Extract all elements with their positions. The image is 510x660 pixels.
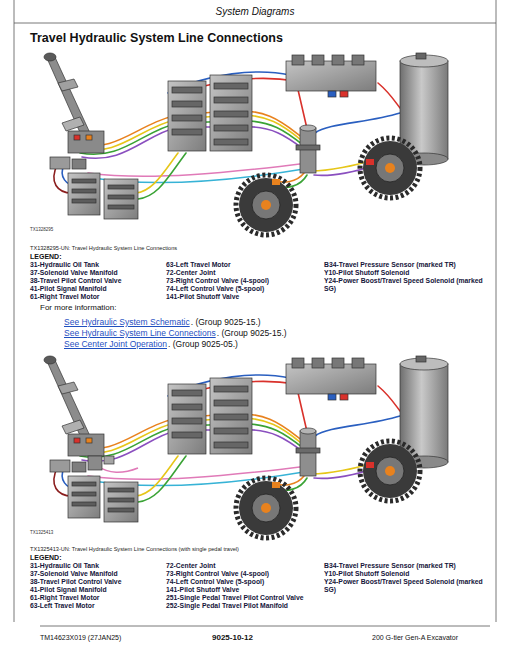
callout-entry: 61-Right Travel Motor: [30, 293, 100, 301]
callout-entry: 63-Left Travel Motor: [30, 602, 95, 610]
callout-entry: Y10-Pilot Shutoff Solenoid: [324, 269, 409, 277]
product-name: 200 G-tier Gen-A Excavator: [372, 634, 458, 642]
callout-entry: B34-Travel Pressure Sensor (marked TR): [324, 261, 456, 269]
info-heading: For more information:: [40, 303, 116, 312]
hydraulic-illustration: [44, 356, 448, 538]
reference-link: See Hydraulic System Line Connections: [64, 329, 216, 339]
figure-code: TX1325413: [30, 530, 53, 535]
reference-link: See Hydraulic System Schematic: [64, 318, 190, 328]
figure-caption: TX1325413-UN: Travel Hydraulic System Li…: [30, 546, 239, 552]
single-pedal-valve: [88, 456, 138, 472]
callout-entry: 72-Center Joint: [166, 562, 215, 570]
callout-entry: 141-Pilot Shutoff Valve: [166, 586, 239, 594]
figure-caption: TX1328295-UN: Travel Hydraulic System Li…: [30, 245, 177, 251]
callout-entry: Y24-Power Boost/Travel Speed Solenoid (m…: [324, 578, 490, 594]
callout-entry: 74-Left Control Valve (5-spool): [166, 285, 264, 293]
callout-entry: 41-Pilot Signal Manifold: [30, 285, 107, 293]
callout-entry: Y10-Pilot Shutoff Solenoid: [324, 570, 409, 578]
page-number: 9025-10-12: [212, 633, 253, 642]
legend-heading: LEGEND:: [30, 253, 62, 261]
figure-code: TX1328295: [30, 227, 53, 232]
callout-entry: 38-Travel Pilot Control Valve: [30, 277, 121, 285]
callout-entry: 252-Single Pedal Travel Pilot Manifold: [166, 602, 288, 610]
callout-entry: 61-Right Travel Motor: [30, 594, 100, 602]
callout-entry: 41-Pilot Signal Manifold: [30, 586, 107, 594]
document-code: TM14623X019 (27JAN25): [40, 634, 121, 642]
group-reference: . (Group 9025-05.): [168, 340, 238, 350]
page-title: Travel Hydraulic System Line Connections: [30, 31, 283, 45]
legend-heading: LEGEND:: [30, 554, 62, 562]
group-reference: . (Group 9025-15.): [217, 329, 287, 339]
callout-entry: 73-Right Control Valve (4-spool): [166, 277, 269, 285]
page-frame: [14, 0, 496, 626]
callout-entry: 251-Single Pedal Travel Pilot Control Va…: [166, 594, 304, 602]
group-reference: . (Group 9025-15.): [191, 318, 261, 328]
callout-entry: 74-Left Control Valve (5-spool): [166, 578, 264, 586]
callout-entry: 31-Hydraulic Oil Tank: [30, 261, 99, 269]
callout-entry: 72-Center Joint: [166, 269, 215, 277]
callout-entry: 37-Solenoid Valve Manifold: [30, 269, 118, 277]
callout-entry: B34-Travel Pressure Sensor (marked TR): [324, 562, 456, 570]
running-header: System Diagrams: [14, 6, 496, 18]
callout-entry: 38-Travel Pilot Control Valve: [30, 578, 121, 586]
callout-entry: 63-Left Travel Motor: [166, 261, 231, 269]
callout-entry: 37-Solenoid Valve Manifold: [30, 570, 118, 578]
callout-entry: 141-Pilot Shutoff Valve: [166, 293, 239, 301]
callout-entry: 31-Hydraulic Oil Tank: [30, 562, 99, 570]
reference-link: See Center Joint Operation: [64, 340, 167, 350]
callout-entry: 73-Right Control Valve (4-spool): [166, 570, 269, 578]
callout-entry: Y24-Power Boost/Travel Speed Solenoid (m…: [324, 277, 490, 293]
hydraulic-illustration: [44, 53, 448, 235]
